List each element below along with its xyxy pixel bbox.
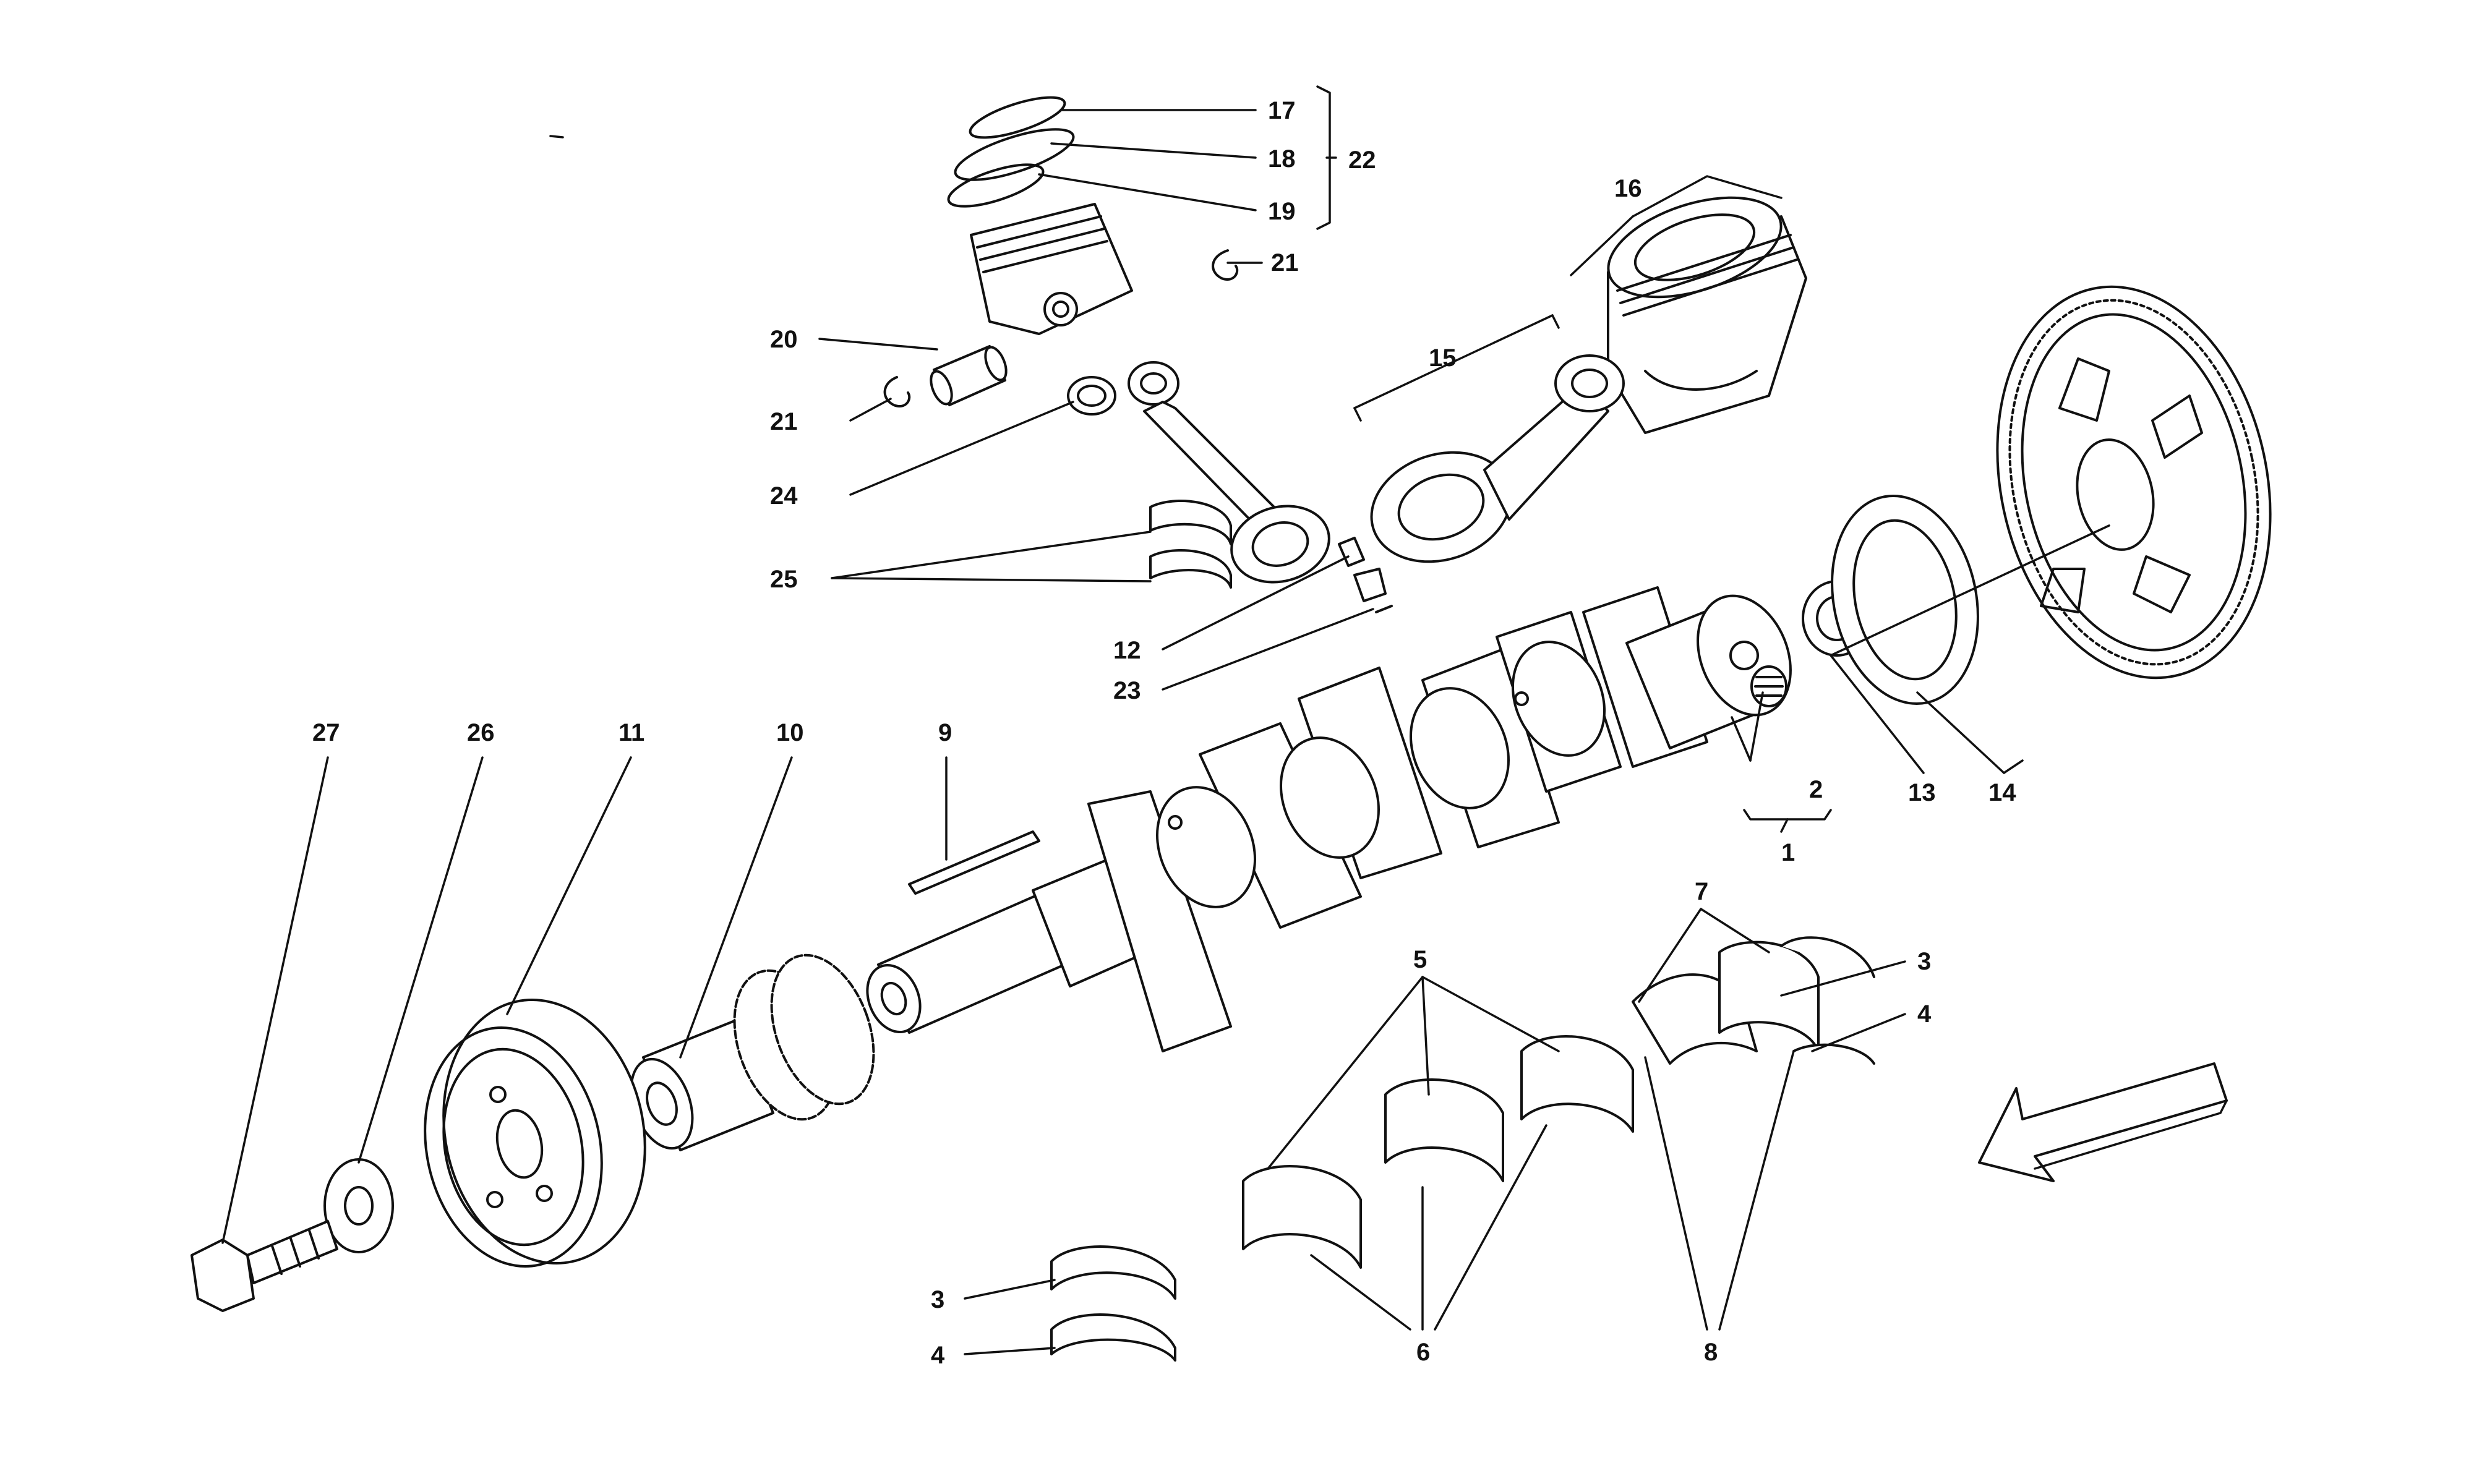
piston-ring-set — [947, 96, 1075, 208]
pulley-bolt — [190, 1220, 338, 1312]
callout-13: 13 — [1908, 779, 1936, 806]
callout-8: 8 — [1704, 1339, 1718, 1366]
piston-pin — [930, 345, 1008, 406]
piston-assembly — [1607, 196, 1807, 434]
callout-21-left: 21 — [770, 408, 798, 435]
timing-gear — [630, 953, 875, 1151]
callout-12: 12 — [1113, 637, 1141, 664]
callout-27: 27 — [312, 719, 340, 746]
small-end-bushing — [1067, 376, 1116, 416]
connecting-rod-exploded — [1128, 361, 1330, 584]
callout-26: 26 — [467, 719, 495, 746]
callout-18: 18 — [1268, 145, 1296, 173]
leader-lines — [221, 85, 2110, 1355]
arrow-shadow — [2034, 1099, 2228, 1170]
callout-4-right: 4 — [1917, 1000, 1932, 1028]
circlip — [883, 376, 911, 407]
pulley-washer — [323, 1158, 394, 1253]
callout-3-left: 3 — [931, 1286, 944, 1313]
callout-1: 1 — [1781, 839, 1795, 866]
callout-23: 23 — [1113, 677, 1141, 704]
callout-25: 25 — [770, 566, 798, 593]
connecting-rod-assembly — [1370, 354, 1625, 563]
callout-2: 2 — [1809, 776, 1823, 803]
crankshaft-pulley — [424, 999, 646, 1268]
conrod-nut — [1353, 568, 1393, 613]
callout-6: 6 — [1416, 1339, 1430, 1366]
crankshaft — [866, 586, 1792, 1052]
callout-9: 9 — [938, 719, 952, 746]
callout-19: 19 — [1268, 198, 1296, 225]
conrod-bolt — [1338, 537, 1365, 567]
callout-21-top: 21 — [1271, 249, 1299, 276]
woodruff-key — [908, 830, 1040, 895]
callout-10: 10 — [776, 719, 804, 746]
flywheel — [1996, 285, 2272, 680]
callout-labels: 17 18 19 22 21 16 20 21 15 24 25 12 23 2… — [312, 97, 2016, 1369]
arrow-down-left-icon — [1978, 1062, 2228, 1182]
callout-3-right: 3 — [1917, 948, 1931, 975]
callout-17: 17 — [1268, 97, 1296, 124]
crankshaft-plug — [1750, 665, 1787, 707]
circlip — [1212, 249, 1239, 281]
callout-24: 24 — [770, 482, 798, 510]
conrod-bearing-shell — [1149, 500, 1232, 589]
main-bearing-shell — [1242, 1035, 1634, 1269]
rear-oil-seal — [1831, 495, 1979, 705]
callout-14: 14 — [1988, 779, 2016, 806]
callout-22: 22 — [1348, 147, 1376, 174]
piston — [970, 203, 1133, 335]
callout-11: 11 — [618, 719, 644, 746]
stray-mark — [549, 135, 564, 139]
callout-4-left: 4 — [931, 1342, 945, 1369]
callout-20: 20 — [770, 326, 798, 353]
callout-7: 7 — [1695, 878, 1708, 905]
main-bearing-shell-front — [1050, 1245, 1176, 1362]
callout-5: 5 — [1413, 946, 1427, 973]
callout-15: 15 — [1429, 344, 1457, 372]
callout-16: 16 — [1614, 175, 1642, 202]
